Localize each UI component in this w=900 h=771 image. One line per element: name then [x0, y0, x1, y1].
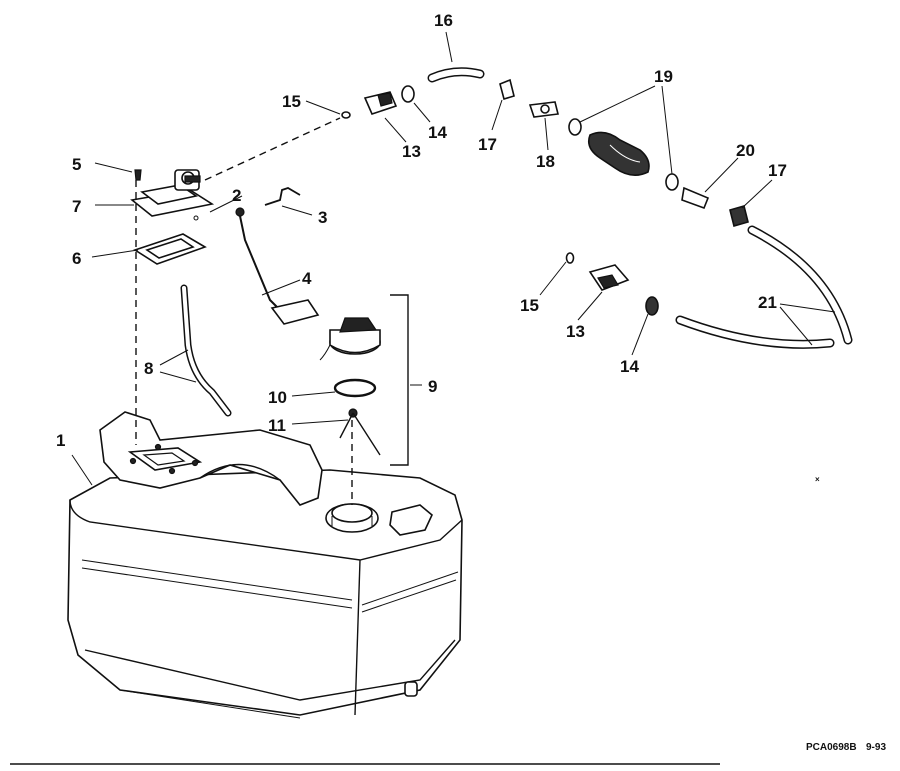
callout-17b: 17 — [768, 161, 787, 180]
callout-3: 3 — [318, 208, 327, 227]
callout-21: 21 — [758, 293, 777, 312]
callout-9: 9 — [428, 377, 437, 396]
drawing-date: 9-93 — [866, 742, 886, 753]
callout-1: 1 — [56, 431, 65, 450]
callout-14b: 14 — [620, 357, 639, 376]
stray-mark: × — [815, 475, 820, 484]
callout-14a: 14 — [428, 123, 447, 142]
callout-6: 6 — [72, 249, 81, 268]
callout-15b: 15 — [520, 296, 539, 315]
fuel-tank — [67, 411, 463, 719]
callout-17a: 17 — [478, 135, 497, 154]
callout-7: 7 — [72, 197, 81, 216]
callout-13b: 13 — [566, 322, 585, 341]
filler-cap-assembly — [319, 294, 409, 466]
callout-8: 8 — [144, 359, 153, 378]
fuel-line-upper-components — [341, 67, 749, 227]
fuel-line-lower-components — [565, 225, 853, 349]
callout-20: 20 — [736, 141, 755, 160]
callout-labels: 1 2 3 4 5 6 7 8 9 10 11 13 14 15 16 17 1… — [56, 11, 787, 450]
drawing-footer: PCA0698B 9-93 × — [10, 475, 886, 765]
fuel-gauge-float — [193, 187, 320, 325]
callout-18: 18 — [536, 152, 555, 171]
callout-5: 5 — [72, 155, 81, 174]
callout-4: 4 — [302, 269, 312, 288]
callout-13a: 13 — [402, 142, 421, 161]
callout-2: 2 — [232, 186, 241, 205]
assembly-alignment-lines — [135, 117, 353, 505]
callout-10: 10 — [268, 388, 287, 407]
fuel-sender-assembly — [130, 169, 215, 265]
callout-19: 19 — [654, 67, 673, 86]
callout-15a: 15 — [282, 92, 301, 111]
callout-16: 16 — [434, 11, 453, 30]
leader-lines — [71, 31, 836, 486]
fuel-pickup-tube — [180, 284, 232, 417]
callout-11: 11 — [268, 416, 286, 435]
drawing-code: PCA0698B — [806, 742, 857, 753]
